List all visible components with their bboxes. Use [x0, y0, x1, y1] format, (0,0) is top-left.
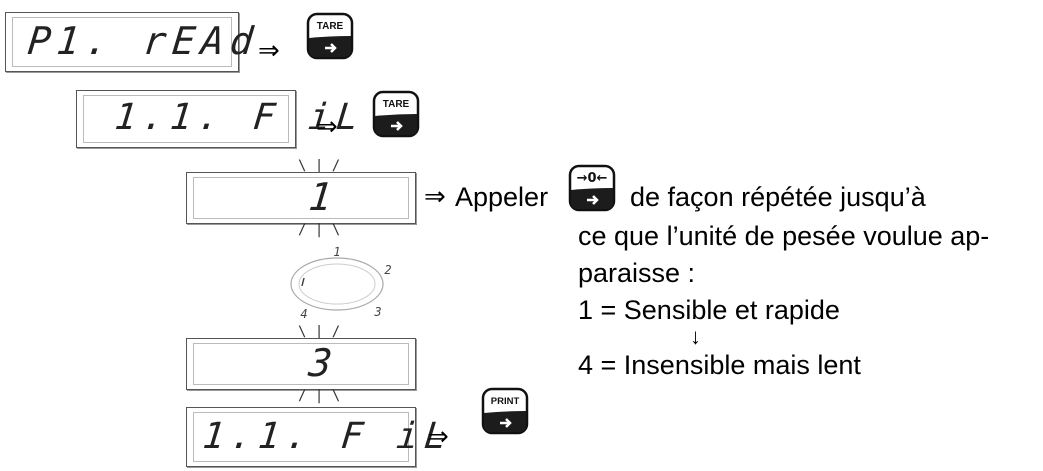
cycle-pointer [301, 277, 305, 287]
arrow: ⇒ [424, 182, 446, 212]
display-setting-3: 3 [186, 338, 416, 390]
print-label: PRINT [491, 396, 520, 407]
display-setting-1: 1 [186, 172, 416, 224]
cycle-4: 4 [300, 307, 307, 321]
tare-label: TARE [383, 99, 410, 110]
display-text: 1.1. F iL [200, 416, 455, 457]
option-4: 4 = Insensible mais lent [578, 350, 861, 380]
instruction-line1: de façon répétée jusqu’à [630, 182, 926, 212]
instruction-prefix: Appeler [455, 182, 549, 212]
tare-key[interactable]: TARE [306, 12, 354, 60]
zero-key[interactable]: →0← [568, 164, 616, 212]
option-1: 1 = Sensible et rapide [578, 295, 840, 325]
blink-marks: \ | / [298, 158, 341, 174]
instruction-line3: paraisse : [578, 258, 696, 288]
cycle-diagram: 1 2 3 4 [290, 245, 392, 321]
arrow: ⇒ [258, 36, 280, 66]
display-text: 1 [306, 175, 341, 219]
down-arrow: ↓ [690, 324, 701, 349]
display-text: P1. rEAd [25, 19, 262, 63]
display-text: 3 [306, 341, 341, 385]
arrow: ⇒ [427, 422, 449, 452]
instruction-line2: ce que l’unité de pesée voulue ap- [578, 221, 990, 251]
tare-key[interactable]: TARE [372, 90, 420, 138]
blink-marks: / | \ [298, 388, 341, 404]
tare-label: TARE [317, 21, 344, 32]
cycle-1: 1 [333, 245, 340, 259]
blink-marks: / | \ [298, 222, 341, 238]
cycle-2: 2 [384, 263, 391, 277]
arrow: ⇒ [316, 112, 338, 142]
zero-label: →0← [577, 171, 608, 186]
display-filter-menu: 1.1. F iL [76, 90, 366, 148]
display-p1-read: P1. rEAd [5, 12, 261, 72]
cycle-3: 3 [373, 305, 381, 319]
print-key[interactable]: PRINT [481, 387, 529, 435]
blink-marks: \ | / [298, 324, 341, 340]
display-filter-menu-return: 1.1. F iL [186, 407, 454, 467]
